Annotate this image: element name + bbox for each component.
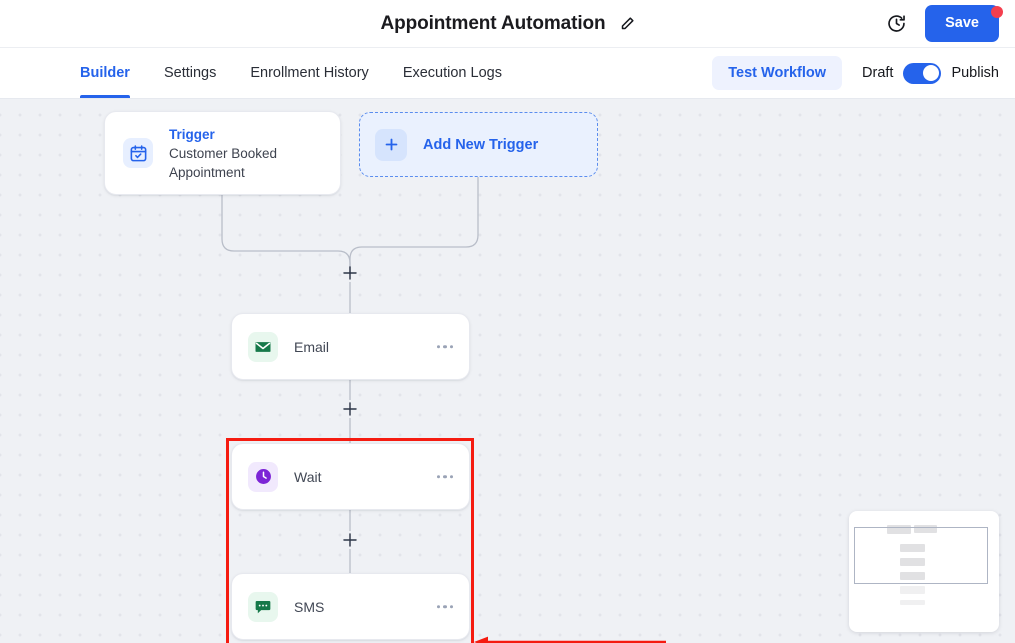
clock-history-icon[interactable] xyxy=(886,13,907,34)
tab-settings-label: Settings xyxy=(163,65,217,81)
save-button[interactable]: Save xyxy=(925,5,999,42)
tab-list: Builder Settings Enrollment History Exec… xyxy=(80,48,502,98)
chat-bubble-icon xyxy=(248,591,278,622)
tab-execution-logs[interactable]: Execution Logs xyxy=(403,48,502,98)
minimap-node xyxy=(900,586,925,594)
node-sms[interactable]: SMS xyxy=(231,573,470,640)
tab-bar: Builder Settings Enrollment History Exec… xyxy=(0,48,1015,99)
tab-bar-actions: Test Workflow Draft Publish xyxy=(712,48,999,98)
add-new-trigger-label: Add New Trigger xyxy=(423,136,539,153)
more-options-icon[interactable] xyxy=(436,344,453,349)
node-wait[interactable]: Wait xyxy=(231,443,470,510)
tab-enrollment-history-label: Enrollment History xyxy=(250,65,369,81)
publish-toggle-group: Draft Publish xyxy=(862,62,999,84)
tab-builder-label: Builder xyxy=(80,65,130,81)
clock-icon xyxy=(248,461,278,492)
add-new-trigger-button[interactable]: Add New Trigger xyxy=(359,112,598,177)
tab-enrollment-history[interactable]: Enrollment History xyxy=(250,48,368,98)
publish-toggle[interactable] xyxy=(903,62,942,84)
publish-label: Publish xyxy=(951,65,999,81)
add-step-icon-after-trigger[interactable] xyxy=(341,264,359,282)
draft-label: Draft xyxy=(862,65,894,81)
plus-icon xyxy=(375,128,407,161)
test-workflow-button[interactable]: Test Workflow xyxy=(712,56,843,90)
trigger-name-line-2: Appointment xyxy=(169,164,245,180)
pencil-icon[interactable] xyxy=(620,16,635,31)
calendar-check-icon xyxy=(123,138,153,168)
minimap-node xyxy=(887,525,911,534)
top-bar-actions: Save xyxy=(886,0,999,47)
more-options-icon[interactable] xyxy=(436,604,453,609)
node-sms-label: SMS xyxy=(294,598,325,615)
title-container: Appointment Automation xyxy=(0,0,1015,47)
minimap-node xyxy=(900,572,925,580)
minimap-viewport[interactable] xyxy=(854,527,988,584)
save-notification-dot xyxy=(991,6,1003,18)
minimap-node xyxy=(900,558,925,566)
annotation-arrow-icon xyxy=(474,636,666,643)
node-trigger[interactable]: Trigger Customer Booked Appointment xyxy=(104,111,341,195)
node-email[interactable]: Email xyxy=(231,313,470,380)
node-wait-label: Wait xyxy=(294,468,322,485)
trigger-name-line-1: Customer Booked xyxy=(169,145,278,161)
tab-execution-logs-label: Execution Logs xyxy=(402,65,502,81)
canvas-minimap[interactable] xyxy=(849,511,999,632)
top-bar: Appointment Automation Save xyxy=(0,0,1015,48)
workflow-canvas[interactable]: Trigger Customer Booked Appointment Add … xyxy=(0,99,1015,643)
add-step-icon-after-email[interactable] xyxy=(341,400,359,418)
add-step-icon-after-wait[interactable] xyxy=(341,531,359,549)
node-email-label: Email xyxy=(294,338,330,355)
envelope-icon xyxy=(248,331,278,362)
tab-builder[interactable]: Builder xyxy=(80,48,130,98)
more-options-icon[interactable] xyxy=(436,474,453,479)
trigger-kind-label: Trigger xyxy=(169,126,215,142)
minimap-node xyxy=(900,600,925,605)
trigger-text-block: Trigger Customer Booked Appointment xyxy=(169,125,277,182)
minimap-node xyxy=(900,544,925,552)
minimap-node xyxy=(914,525,937,533)
tab-settings[interactable]: Settings xyxy=(164,48,216,98)
page-title: Appointment Automation xyxy=(380,12,606,34)
publish-toggle-knob xyxy=(922,65,939,81)
